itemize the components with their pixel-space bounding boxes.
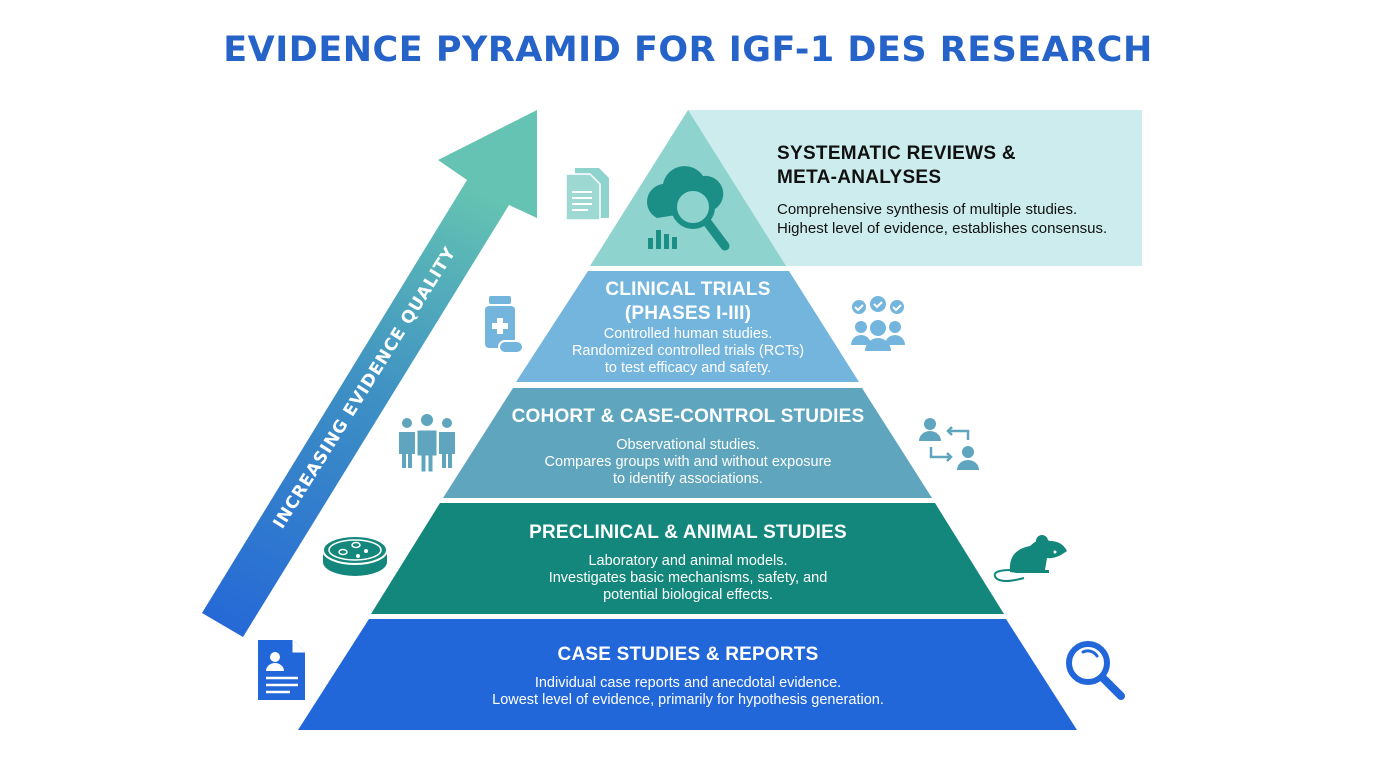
tier-description: Randomized controlled trials (RCTs)	[571, 343, 805, 359]
patient-report-icon	[258, 640, 305, 700]
tier-case-text: CASE STUDIES & REPORTS Individual case r…	[388, 643, 988, 709]
tier-description: Comprehensive synthesis of multiple stud…	[777, 201, 1078, 218]
tier-title: CASE STUDIES & REPORTS	[557, 644, 819, 665]
tier-cohort-studies	[443, 388, 932, 498]
tier-title: CLINICAL TRIALS	[605, 279, 771, 300]
tier-case-studies	[298, 619, 1077, 730]
tier-description: to test efficacy and safety.	[604, 360, 772, 376]
tier-clinical-text: CLINICAL TRIALS (PHASES I-III) Controlle…	[538, 278, 838, 377]
tier-title: PRECLINICAL & ANIMAL STUDIES	[529, 522, 847, 543]
medicine-bottle-icon	[485, 296, 524, 354]
tier-description: to identify associations.	[613, 471, 763, 487]
tier-preclinical-text: PRECLINICAL & ANIMAL STUDIES Laboratory …	[438, 521, 938, 604]
tier-title: SYSTEMATIC REVIEWS &	[777, 143, 1016, 164]
tier-preclinical-studies	[371, 503, 1004, 614]
tier-description: Compares groups with and without exposur…	[544, 454, 832, 470]
tier-clinical-trials	[516, 271, 859, 382]
tier-cohort-text: COHORT & CASE-CONTROL STUDIES Observatio…	[468, 405, 908, 488]
quality-arrow	[202, 110, 537, 637]
tier-title: (PHASES I-III)	[624, 303, 752, 324]
mouse-icon	[993, 535, 1067, 582]
page-title: EVIDENCE PYRAMID FOR IGF-1 DES RESEARCH	[223, 30, 1153, 70]
group-checkmarks-icon	[851, 296, 905, 351]
tier-description: Lowest level of evidence, primarily for …	[492, 692, 884, 708]
petri-dish-icon	[322, 535, 388, 576]
tier-description: Observational studies.	[616, 437, 760, 453]
magnifier-icon	[1066, 641, 1125, 700]
people-exchange-icon	[919, 418, 979, 470]
tier-description: Laboratory and animal models.	[588, 553, 788, 569]
tier-title: META-ANALYSES	[777, 167, 942, 188]
tier-description: Investigates basic mechanisms, safety, a…	[548, 570, 828, 586]
people-group-icon	[399, 414, 455, 473]
documents-icon	[565, 168, 609, 221]
tier-description: Individual case reports and anecdotal ev…	[534, 675, 842, 691]
cloud-search-chart-icon	[647, 166, 730, 251]
tier-systematic-text: SYSTEMATIC REVIEWS & META-ANALYSES Compr…	[777, 142, 1137, 238]
tier-description: potential biological effects.	[603, 587, 773, 603]
tier-title: COHORT & CASE-CONTROL STUDIES	[511, 406, 865, 427]
tier-description: Controlled human studies.	[603, 326, 773, 342]
tier-description: Highest level of evidence, establishes c…	[777, 220, 1108, 237]
